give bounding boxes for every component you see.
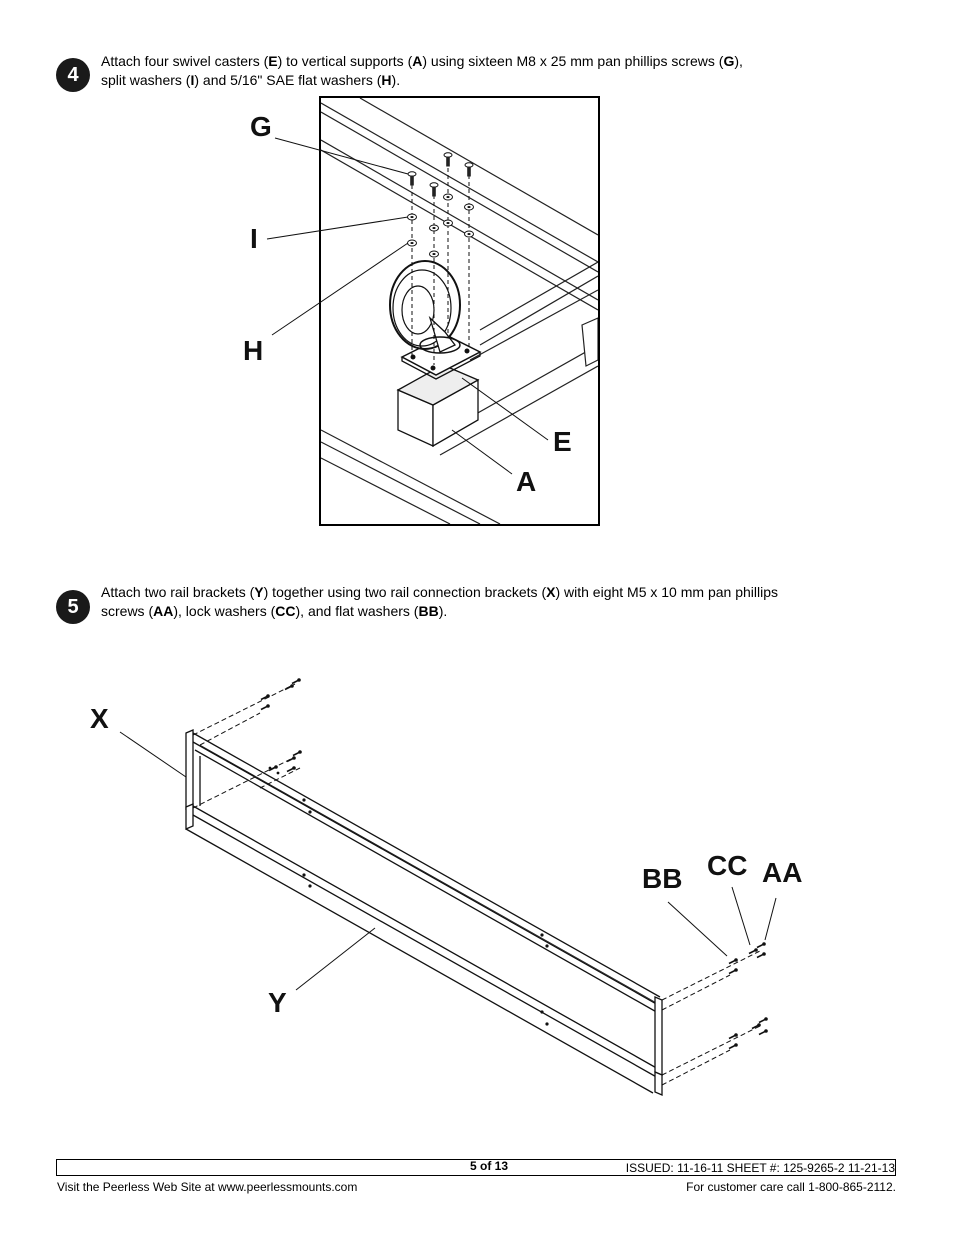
footer-box — [56, 1159, 896, 1176]
label-bb: BB — [642, 863, 682, 894]
label-aa: AA — [762, 857, 802, 888]
label-e: E — [553, 426, 572, 457]
customer-care-note: For customer care call 1-800-865-2112. — [686, 1180, 896, 1194]
label-g: G — [250, 111, 272, 142]
label-i: I — [250, 223, 258, 254]
issued-sheet-info: ISSUED: 11-16-11 SHEET #: 125-9265-2 11-… — [625, 1161, 895, 1175]
step-5-instructions: Attach two rail brackets (Y) together us… — [101, 584, 778, 619]
website-note: Visit the Peerless Web Site at www.peerl… — [57, 1180, 358, 1194]
label-h: H — [243, 335, 263, 366]
label-cc: CC — [707, 850, 747, 881]
step-4-instructions: Attach four swivel casters (E) to vertic… — [101, 53, 743, 88]
step-4-badge: 4 — [56, 58, 90, 92]
step-5-badge: 5 — [56, 590, 90, 624]
label-y: Y — [268, 987, 287, 1018]
caster-illustration: G I H E A — [243, 96, 600, 526]
page-number: 5 of 13 — [470, 1159, 509, 1173]
label-x: X — [90, 703, 109, 734]
label-a: A — [516, 466, 536, 497]
rail-illustration: X Y BB CC AA — [90, 677, 802, 1096]
